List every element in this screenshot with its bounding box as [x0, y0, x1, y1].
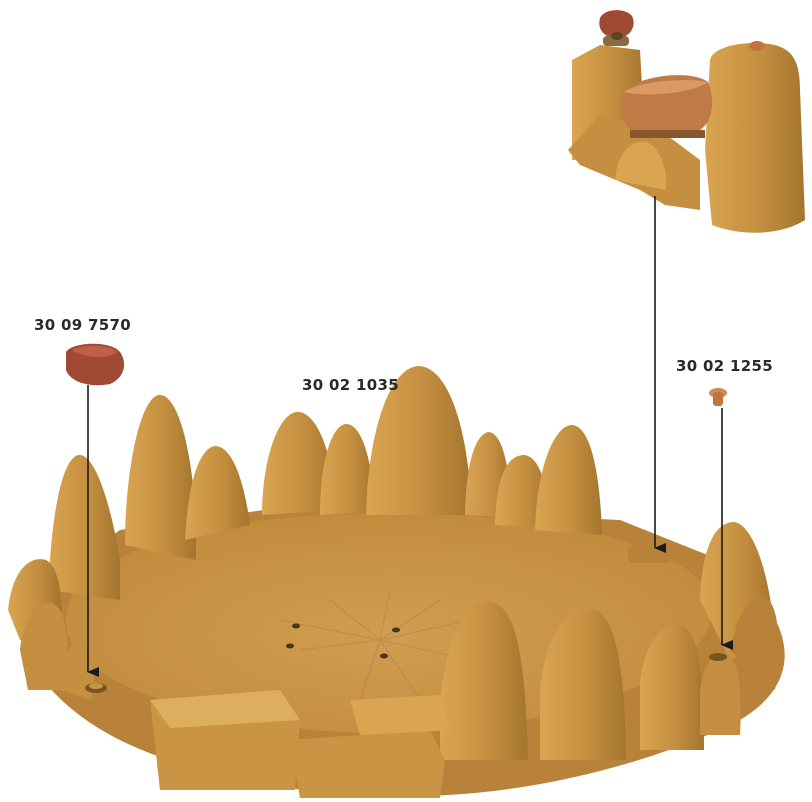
- tower-socket: [628, 545, 672, 563]
- base-platform: [8, 366, 785, 798]
- rock-part-number: 30 09 7570: [34, 316, 131, 334]
- tower-unit: [568, 10, 805, 233]
- loose-peg: [709, 388, 727, 406]
- peg-part-number: 30 02 1255: [676, 357, 773, 375]
- base-part-number: 30 02 1035: [302, 376, 399, 394]
- peg-socket: [709, 653, 727, 661]
- tower-knob: [749, 41, 765, 51]
- loose-rock: [66, 344, 124, 386]
